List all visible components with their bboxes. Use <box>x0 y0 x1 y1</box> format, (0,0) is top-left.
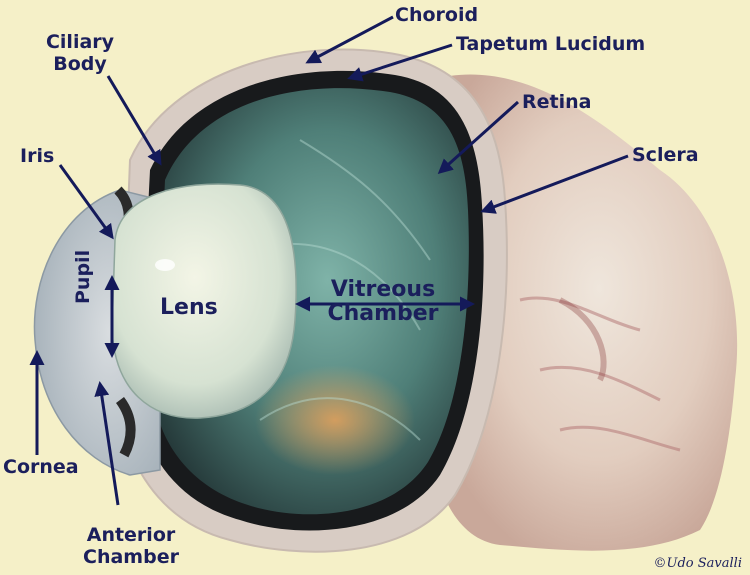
label-sclera: Sclera <box>632 144 699 166</box>
label-anterior-line2: Chamber <box>83 546 179 568</box>
photo-credit: ©Udo Savalli <box>653 556 742 571</box>
label-tapetum-lucidum: Tapetum Lucidum <box>456 33 646 55</box>
label-choroid: Choroid <box>395 4 479 26</box>
label-vitreous-line1: Vitreous <box>330 277 436 302</box>
label-vitreous-chamber: Vitreous Chamber <box>318 278 448 326</box>
label-vitreous-line2: Chamber <box>327 301 439 326</box>
label-iris: Iris <box>20 145 55 167</box>
connective-tissue <box>430 74 738 551</box>
label-ciliary-line1: Ciliary <box>45 31 115 53</box>
label-retina: Retina <box>522 91 592 113</box>
label-ciliary-body: Ciliary Body <box>40 31 120 75</box>
label-ciliary-line2: Body <box>53 53 107 75</box>
label-anterior-chamber: Anterior Chamber <box>76 524 186 568</box>
label-cornea: Cornea <box>3 456 79 478</box>
lens-body <box>111 183 297 419</box>
label-lens: Lens <box>160 295 218 320</box>
label-pupil: Pupil <box>72 249 94 304</box>
pointer-arrows <box>29 15 629 506</box>
label-anterior-line1: Anterior <box>86 524 176 546</box>
